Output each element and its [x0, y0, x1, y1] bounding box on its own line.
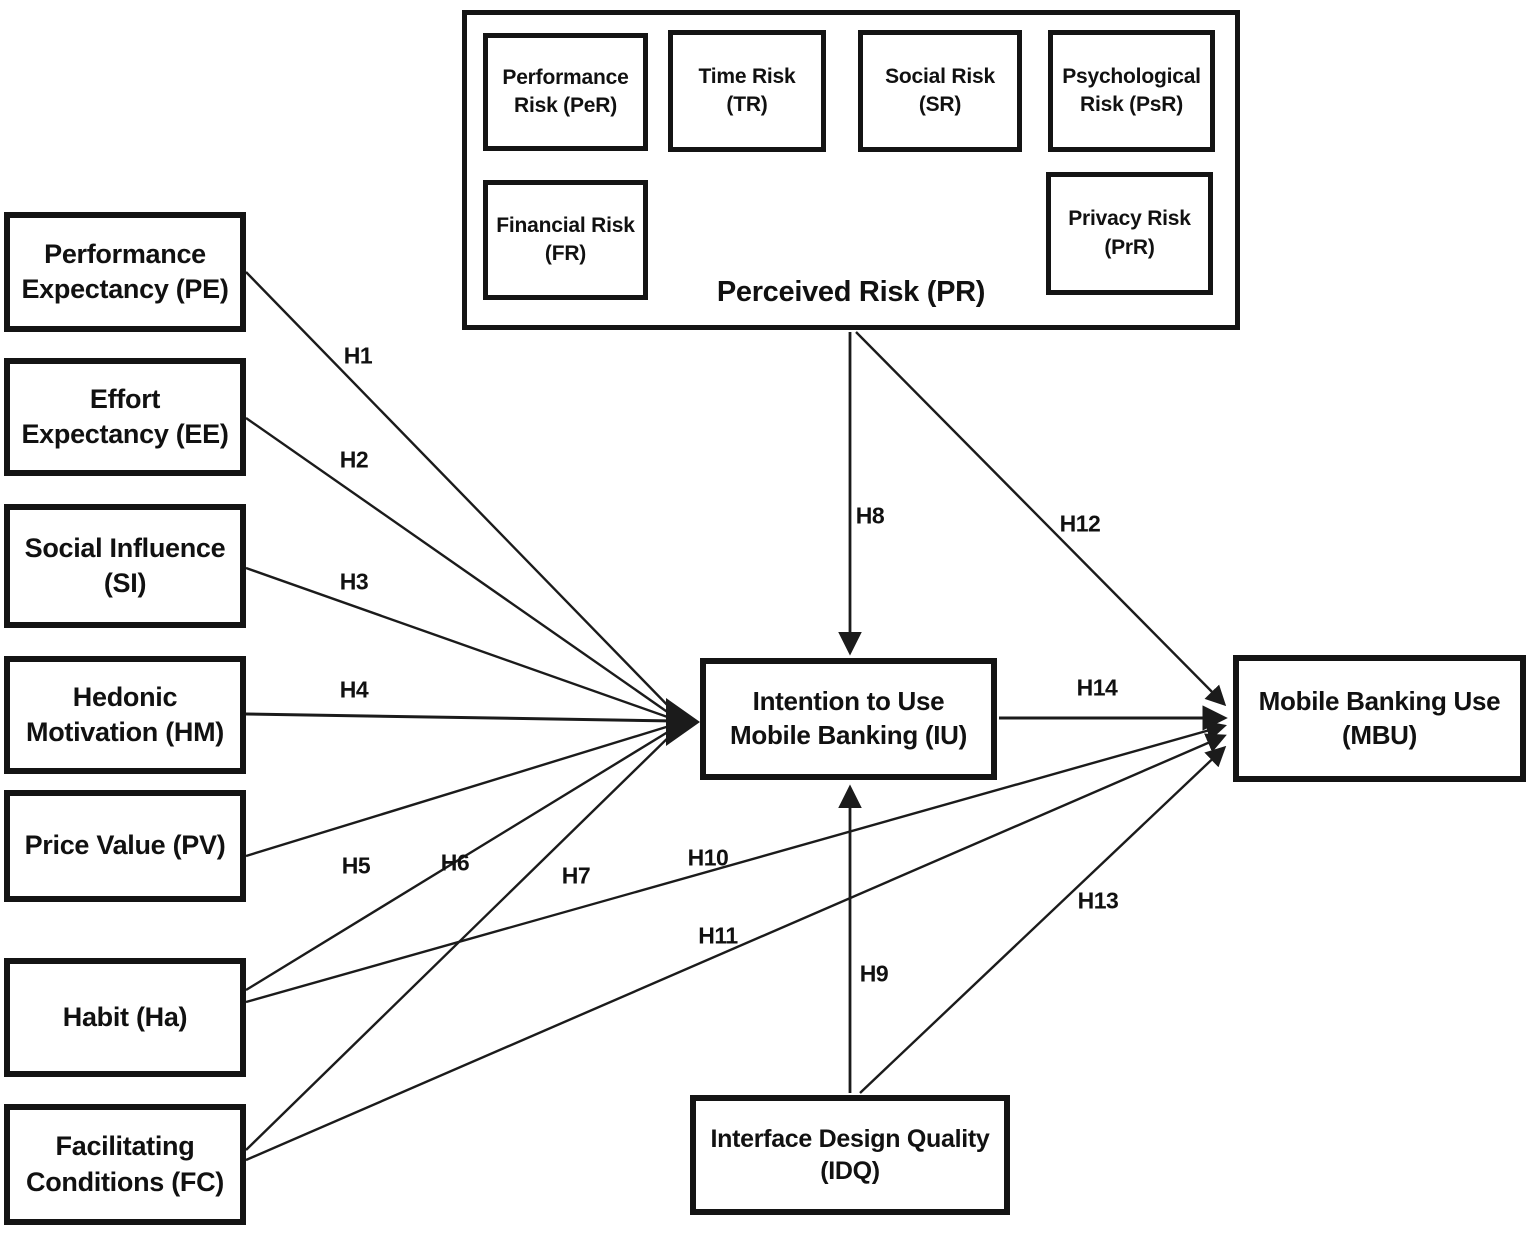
- node-performance-expectancy: Performance Expectancy (PE): [4, 212, 246, 332]
- edge-h5: [245, 722, 677, 858]
- node-intention-to-use: Intention to Use Mobile Banking (IU): [700, 658, 997, 780]
- hypothesis-label-h2: H2: [339, 446, 369, 473]
- hypothesis-label-h5: H5: [341, 852, 371, 879]
- edge-h3: [245, 566, 677, 722]
- hypothesis-label-h1: H1: [343, 342, 373, 369]
- node-price-value-label: Price Value (PV): [24, 830, 226, 861]
- node-facilitating-conditions-label: Facilitating Conditions (FC): [26, 1131, 224, 1197]
- node-mobile-banking-use: Mobile Banking Use (MBU): [1233, 655, 1526, 782]
- hypothesis-label-h9: H9: [859, 960, 889, 987]
- hypothesis-label-h12: H12: [1059, 510, 1101, 537]
- edge-h6: [245, 725, 677, 992]
- node-psychological-risk-label: Psychological Risk (PsR): [1062, 64, 1201, 116]
- node-performance-risk: Performance Risk (PeR): [483, 33, 648, 151]
- edge-h1: [245, 271, 677, 715]
- node-hedonic-motivation-label: Hedonic Motivation (HM): [26, 681, 224, 747]
- hypothesis-label-h13: H13: [1077, 887, 1119, 914]
- node-privacy-risk: Privacy Risk (PrR): [1046, 172, 1213, 295]
- node-financial-risk: Financial Risk (FR): [483, 180, 648, 300]
- node-time-risk-label: Time Risk (TR): [698, 64, 796, 116]
- hypothesis-label-h10: H10: [687, 844, 729, 871]
- group-perceived-risk-label: Perceived Risk (PR): [716, 276, 986, 308]
- edge-h2: [245, 417, 677, 719]
- node-hedonic-motivation: Hedonic Motivation (HM): [4, 656, 246, 774]
- node-effort-expectancy-label: Effort Expectancy (EE): [21, 383, 229, 449]
- edge-h4: [245, 712, 677, 723]
- edge-h12: [855, 331, 1227, 707]
- edge-h7: [245, 729, 677, 1151]
- edge-h11: [245, 733, 1227, 1162]
- hypothesis-label-h6: H6: [440, 849, 470, 876]
- node-interface-design-quality-label: Interface Design Quality (IDQ): [710, 1124, 990, 1186]
- node-performance-risk-label: Performance Risk (PeR): [502, 65, 629, 117]
- iu-arrowhead: [666, 698, 700, 746]
- node-performance-expectancy-label: Performance Expectancy (PE): [21, 238, 229, 304]
- node-price-value: Price Value (PV): [4, 790, 246, 902]
- node-interface-design-quality: Interface Design Quality (IDQ): [690, 1095, 1010, 1215]
- node-financial-risk-label: Financial Risk (FR): [496, 213, 635, 265]
- hypothesis-label-h8: H8: [855, 502, 885, 529]
- hypothesis-label-h7: H7: [561, 862, 591, 889]
- node-facilitating-conditions: Facilitating Conditions (FC): [4, 1104, 246, 1225]
- node-habit-label: Habit (Ha): [62, 1001, 188, 1032]
- node-social-influence-label: Social Influence (SI): [24, 532, 226, 598]
- hypothesis-label-h4: H4: [339, 676, 369, 703]
- node-social-risk-label: Social Risk (SR): [885, 64, 995, 116]
- node-psychological-risk: Psychological Risk (PsR): [1048, 30, 1215, 152]
- node-time-risk: Time Risk (TR): [668, 30, 826, 152]
- node-habit: Habit (Ha): [4, 958, 246, 1077]
- edge-h10: [245, 720, 1227, 1004]
- node-privacy-risk-label: Privacy Risk (PrR): [1068, 207, 1191, 259]
- node-mobile-banking-use-label: Mobile Banking Use (MBU): [1258, 685, 1501, 750]
- node-social-risk: Social Risk (SR): [858, 30, 1022, 152]
- node-intention-to-use-label: Intention to Use Mobile Banking (IU): [730, 686, 967, 750]
- node-social-influence: Social Influence (SI): [4, 504, 246, 628]
- edge-h13: [859, 745, 1227, 1094]
- hypothesis-label-h14: H14: [1076, 674, 1118, 701]
- hypothesis-label-h11: H11: [698, 922, 738, 949]
- hypothesis-label-h3: H3: [339, 568, 369, 595]
- node-effort-expectancy: Effort Expectancy (EE): [4, 358, 246, 476]
